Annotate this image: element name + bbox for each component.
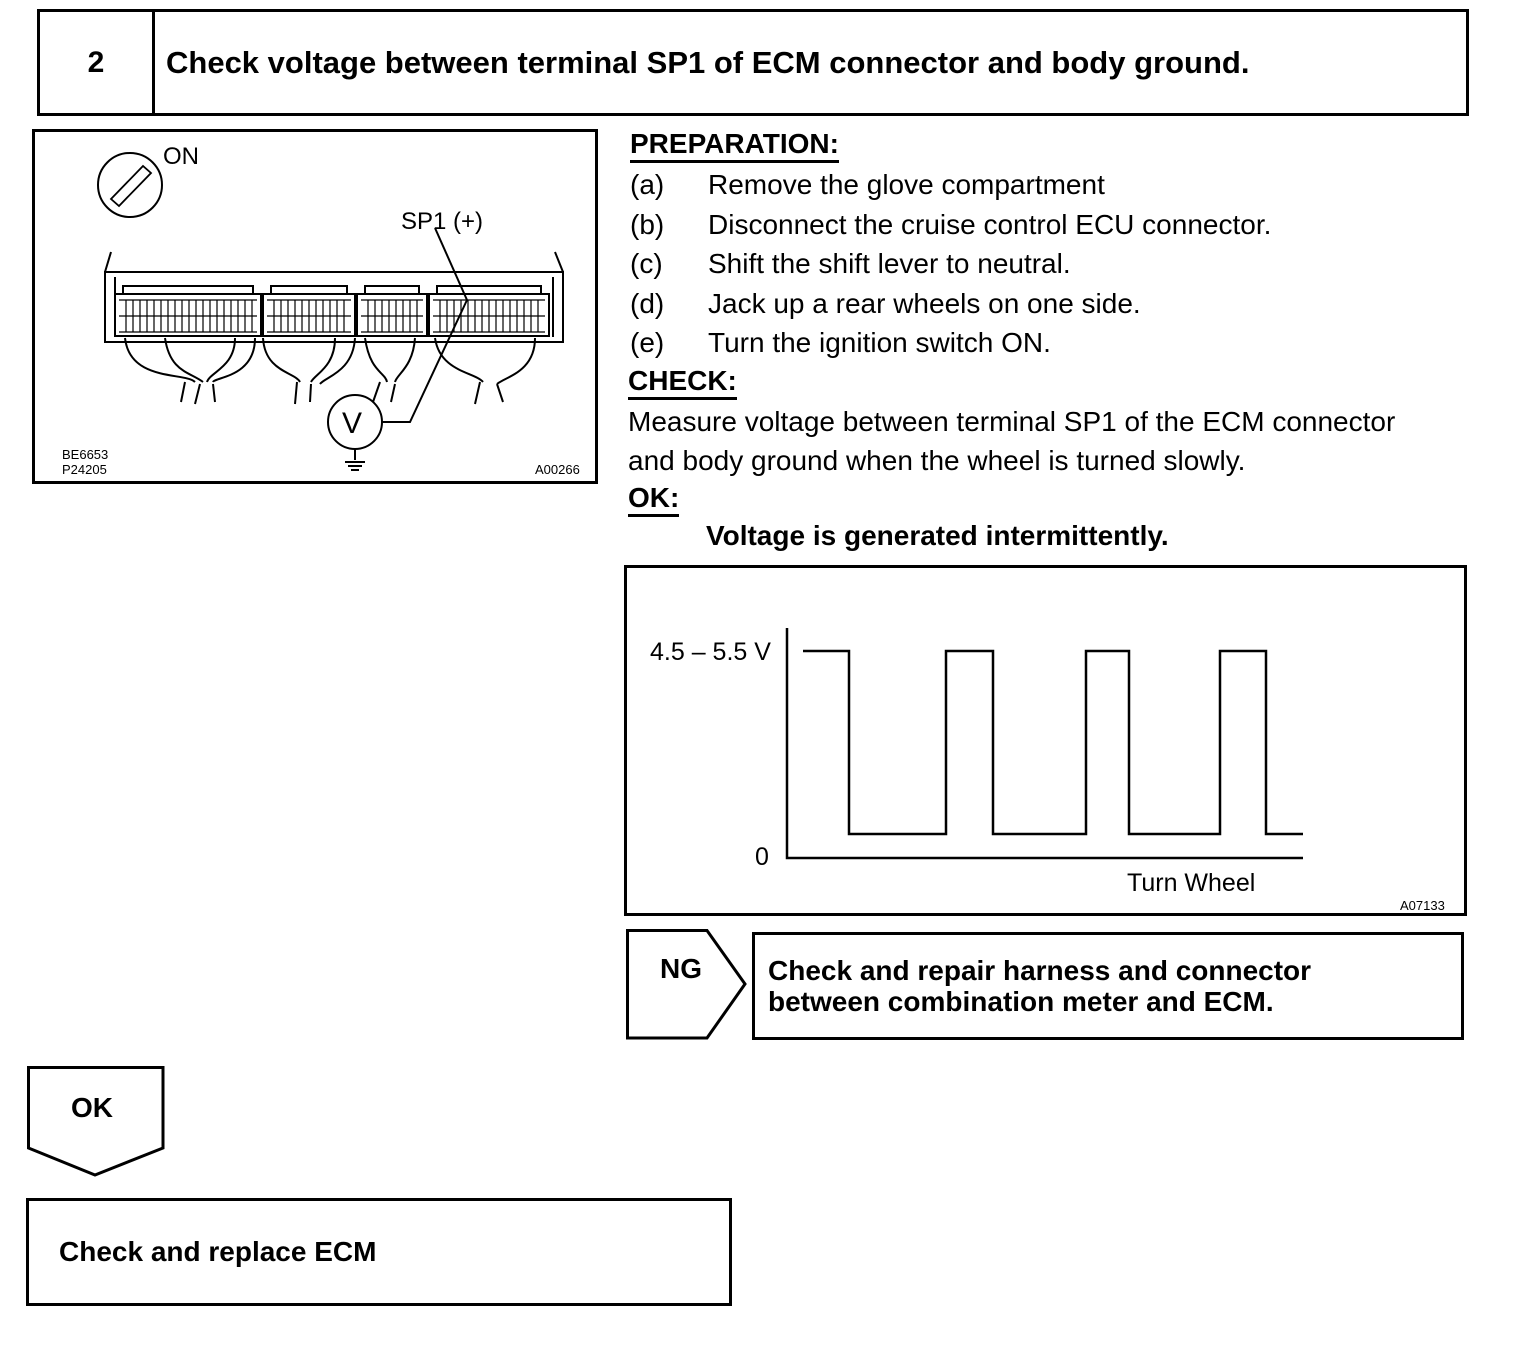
check-text-line: and body ground when the wheel is turned…: [628, 445, 1246, 476]
zero-label: 0: [755, 843, 769, 871]
ref-code-1: BE6653: [62, 447, 108, 462]
step-text: Turn the ignition switch ON.: [708, 327, 1051, 358]
step-text: Jack up a rear wheels on one side.: [708, 288, 1141, 319]
step-title: Check voltage between terminal SP1 of EC…: [166, 44, 1250, 80]
voltmeter-symbol: V: [342, 407, 362, 440]
preparation-heading: PREPARATION:: [630, 128, 839, 163]
figure2-id: A07133: [1400, 898, 1445, 913]
check-heading: CHECK:: [628, 365, 737, 400]
ok-heading: OK:: [628, 482, 680, 517]
x-axis-label: Turn Wheel: [1127, 869, 1255, 897]
step-number: 2: [40, 12, 155, 113]
step-text: Remove the glove compartment: [708, 169, 1105, 200]
pulse-signal: [803, 649, 1303, 836]
step-letter: (a): [630, 169, 665, 200]
connector-illustration: ON SP1 (+) V BE6653 P24205 A00266: [32, 129, 598, 484]
step-letter: (d): [630, 288, 665, 319]
ng-arrow: NG: [626, 929, 747, 1040]
step-letter: (b): [630, 209, 665, 240]
waveform-diagram: 4.5 – 5.5 V 0 Turn Wheel A07133: [650, 628, 1445, 913]
final-result-text: Check and replace ECM: [59, 1236, 377, 1267]
ignition-switch-icon: [97, 152, 163, 218]
figure1-id: A00266: [535, 462, 580, 477]
waveform-figure: 4.5 – 5.5 V 0 Turn Wheel A07133: [624, 565, 1467, 916]
ng-result-line: Check and repair harness and connector: [768, 955, 1312, 986]
ng-result-box: Check and repair harness and connector b…: [752, 932, 1464, 1040]
ok-arrow: OK: [27, 1066, 165, 1177]
high-voltage-label: 4.5 – 5.5 V: [650, 638, 771, 666]
step-letter: (e): [630, 327, 665, 358]
connector-diagram: ON SP1 (+) V BE6653 P24205 A00266: [62, 143, 580, 477]
ng-result-text: Check and repair harness and connector b…: [768, 955, 1311, 1017]
final-result-box: Check and replace ECM: [26, 1198, 732, 1306]
check-text-line: Measure voltage between terminal SP1 of …: [628, 406, 1396, 437]
step-text: Disconnect the cruise control ECU connec…: [708, 209, 1272, 240]
ref-code-2: P24205: [62, 462, 107, 477]
step-text: Shift the shift lever to neutral.: [708, 248, 1071, 279]
switch-on-label: ON: [163, 143, 199, 170]
step-header: 2 Check voltage between terminal SP1 of …: [37, 9, 1469, 116]
step-letter: (c): [630, 248, 663, 279]
ok-result: Voltage is generated intermittently.: [706, 520, 1169, 551]
ng-result-line: between combination meter and ECM.: [768, 986, 1274, 1017]
ok-label: OK: [71, 1092, 113, 1123]
sp1-terminal-label: SP1 (+): [401, 208, 483, 235]
waveform-axes: [785, 628, 1303, 860]
ng-label: NG: [660, 953, 702, 984]
